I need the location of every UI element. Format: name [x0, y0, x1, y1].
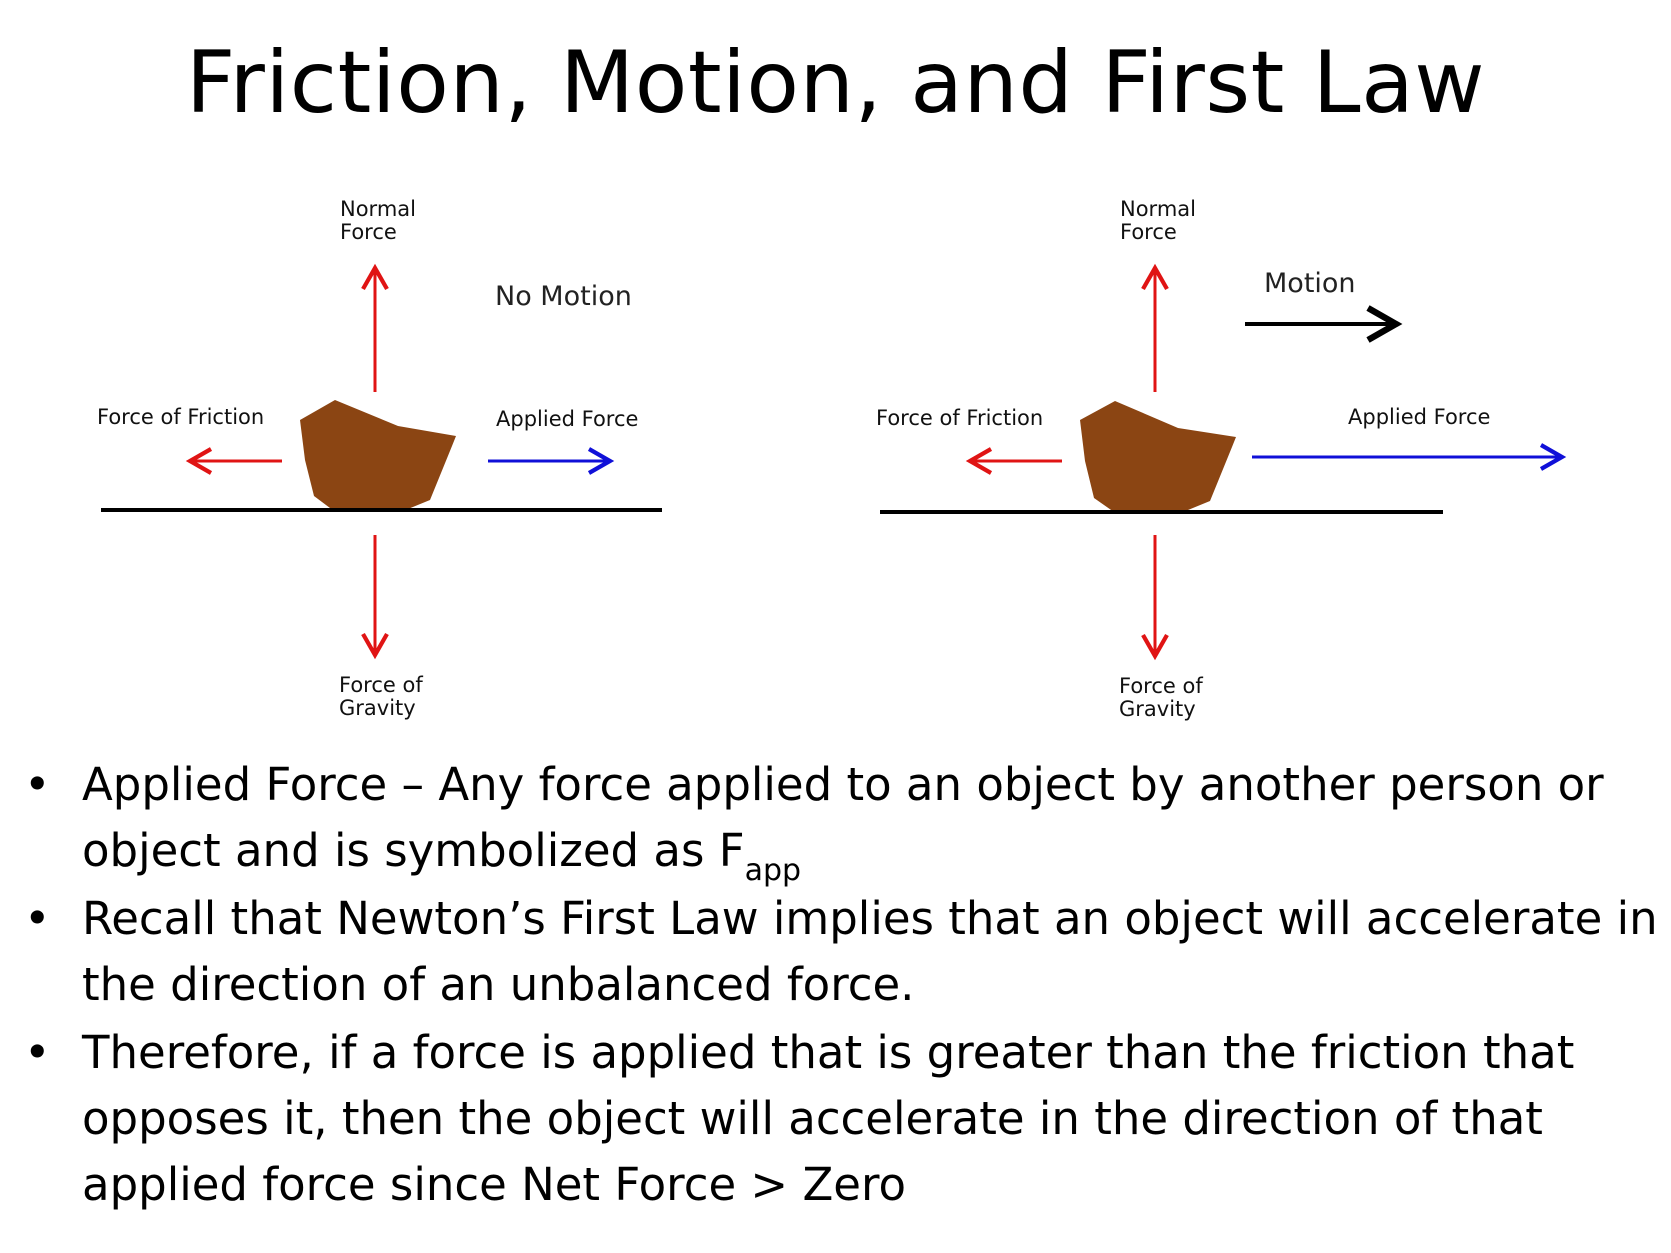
bullet-text: Therefore, if a force is applied that is… — [82, 1026, 1575, 1211]
diagram-no-motion: Normal Force No Motion Force of Friction… — [97, 197, 662, 720]
gravity-label: Force of Gravity — [339, 673, 429, 720]
applied-force-label: Applied Force — [1348, 405, 1490, 429]
friction-label: Force of Friction — [97, 405, 264, 429]
motion-status-label: Motion — [1264, 268, 1356, 299]
gravity-label-line1: Force of — [1119, 674, 1203, 698]
force-diagrams: Normal Force No Motion Force of Friction… — [97, 197, 1567, 721]
bullet-text: Recall that Newton’s First Law implies t… — [82, 892, 1658, 1011]
bullet-marker: • — [24, 892, 51, 945]
motion-status-label: No Motion — [495, 281, 632, 312]
diagram-motion: Normal Force Motion Force of Friction Ap… — [876, 197, 1567, 721]
bullet-text: Applied Force – Any force applied to an … — [82, 758, 1604, 877]
applied-force-label: Applied Force — [496, 407, 638, 431]
bullet-marker: • — [24, 1026, 51, 1079]
friction-label: Force of Friction — [876, 406, 1043, 430]
normal-force-label-line1: Normal — [340, 197, 416, 221]
bullet-subscript: app — [744, 853, 802, 888]
normal-force-label-line2: Force — [340, 220, 397, 244]
bullet-item: • Recall that Newton’s First Law implies … — [24, 886, 1664, 1018]
bullet-item: • Applied Force – Any force applied to an… — [24, 752, 1664, 886]
gravity-label-line2: Gravity — [339, 696, 416, 720]
gravity-label-line1: Force of — [339, 673, 423, 697]
bullet-item: • Therefore, if a force is applied that i… — [24, 1020, 1664, 1218]
normal-force-label-line2: Force — [1120, 220, 1177, 244]
gravity-label: Force of Gravity — [1119, 674, 1209, 721]
bullet-list: • Applied Force – Any force applied to an… — [24, 752, 1664, 1220]
normal-force-label-line1: Normal — [1120, 197, 1196, 221]
bullet-marker: • — [24, 758, 51, 811]
rock-object — [1080, 401, 1236, 512]
rock-object — [300, 400, 456, 511]
normal-force-label: Normal Force — [1120, 197, 1203, 244]
normal-force-label: Normal Force — [340, 197, 423, 244]
slide-title: Friction, Motion, and First Law — [185, 33, 1486, 133]
gravity-label-line2: Gravity — [1119, 697, 1196, 721]
